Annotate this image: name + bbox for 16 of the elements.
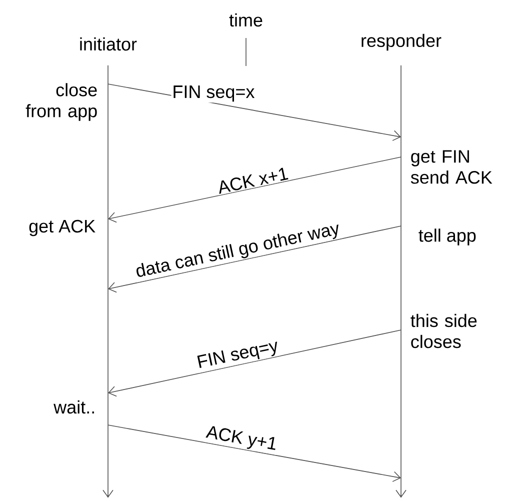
edge-label: ACK x+1 xyxy=(215,166,290,196)
note-text: get ACK xyxy=(29,220,96,236)
note-text: time xyxy=(229,13,262,27)
edge-label: ACK y+1 xyxy=(204,424,280,455)
arrow xyxy=(108,226,402,293)
arrow xyxy=(108,424,401,482)
note-text: tell app xyxy=(418,228,476,246)
edge-label: FIN seq=x xyxy=(171,84,256,103)
note-text: wait.. xyxy=(54,400,94,414)
edge-label: FIN seq=y xyxy=(194,338,282,374)
arrow xyxy=(108,156,402,223)
arrow xyxy=(108,330,402,397)
edge-label: data can still go other way xyxy=(133,220,342,282)
note-text: this side closes xyxy=(410,314,477,348)
note-text: close from app xyxy=(26,83,97,121)
note-text: get FIN send ACK xyxy=(410,150,492,184)
